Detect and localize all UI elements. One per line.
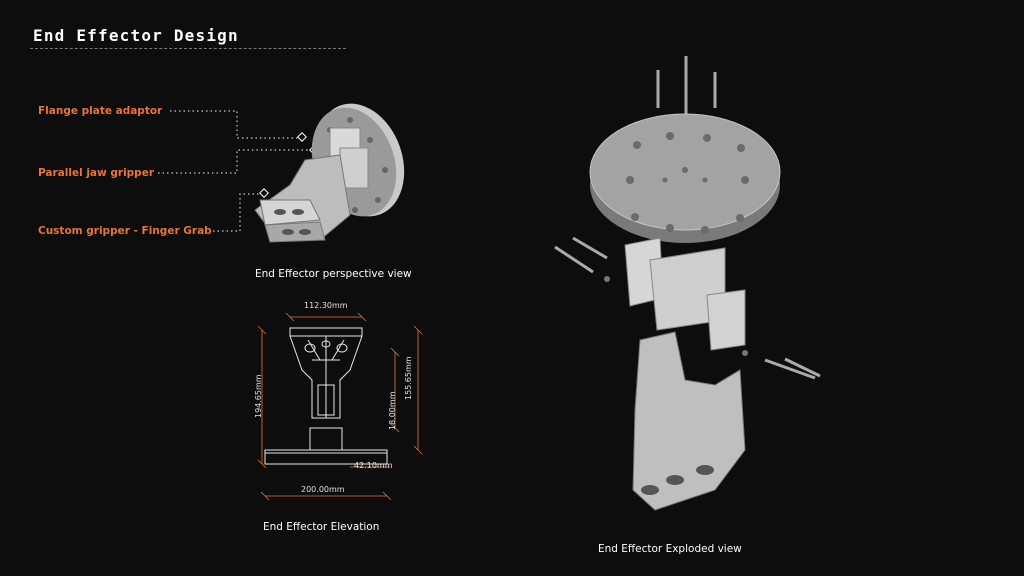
caption-exploded-view: End Effector Exploded view bbox=[598, 543, 742, 555]
page-title: End Effector Design bbox=[33, 26, 239, 45]
dim-mid-height: 18.00mm bbox=[388, 391, 397, 431]
dim-base-offset: 42.10mm bbox=[354, 461, 393, 470]
perspective-view-drawing bbox=[254, 103, 405, 243]
callout-flange-plate: Flange plate adaptor bbox=[38, 105, 163, 117]
dim-upper-height: 155.65mm bbox=[404, 356, 413, 400]
dim-total-height: 194.65mm bbox=[254, 374, 263, 418]
dim-top-width: 112.30mm bbox=[304, 301, 348, 310]
elevation-drawing bbox=[257, 312, 423, 501]
callout-parallel-gripper: Parallel jaw gripper bbox=[38, 167, 155, 179]
dim-base-width: 200.00mm bbox=[301, 485, 345, 494]
caption-elevation: End Effector Elevation bbox=[263, 521, 380, 533]
title-divider bbox=[30, 48, 346, 49]
exploded-view-drawing bbox=[554, 56, 821, 511]
callout-custom-gripper: Custom gripper - Finger Grab bbox=[38, 225, 212, 237]
caption-perspective-view: End Effector perspective view bbox=[255, 268, 412, 280]
